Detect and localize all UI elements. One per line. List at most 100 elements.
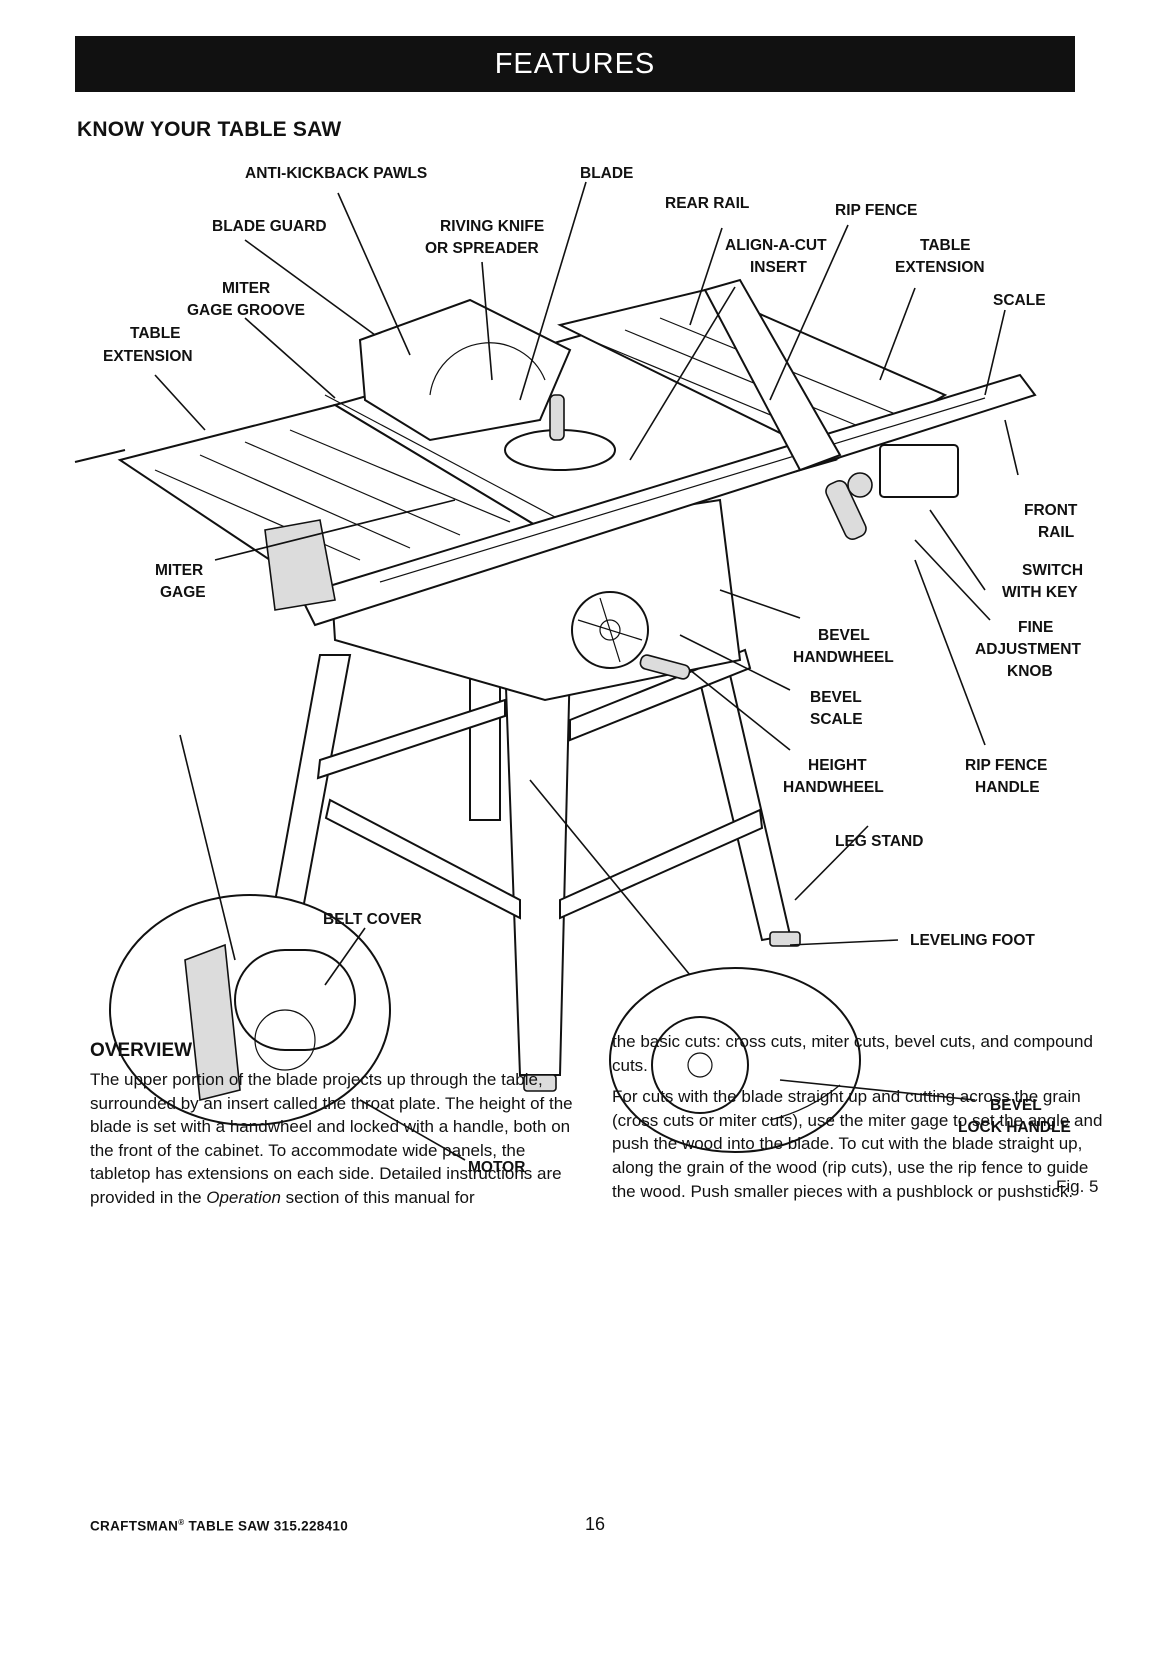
label-belt-cover: BELT COVER: [323, 911, 422, 928]
label-blade: BLADE: [580, 165, 633, 182]
rear-rail-tube: [74, 449, 126, 463]
leader-anti-kickback: [337, 192, 411, 356]
label-table-extension-right-2: EXTENSION: [895, 259, 985, 276]
brand-name: CRAFTSMAN: [90, 1518, 179, 1534]
label-switch-with-key-1: SWITCH: [1022, 562, 1083, 579]
leader-miter-gage-groove: [244, 317, 336, 399]
overview-text: The upper portion of the blade projects …: [90, 1070, 573, 1207]
leader-lines: [154, 181, 1019, 1161]
belt-cover-drawing: [184, 943, 241, 1101]
label-riving-knife-1: RIVING KNIFE: [440, 218, 544, 235]
overview-left-column: The upper portion of the blade projects …: [90, 1068, 575, 1218]
label-miter-gage-groove-1: MITER: [222, 280, 270, 297]
label-table-extension-left-1: TABLE: [130, 325, 181, 342]
extension-rib: [244, 441, 461, 536]
label-height-handwheel-1: HEIGHT: [808, 757, 867, 774]
front-rail: [298, 373, 1037, 627]
label-miter-gage-groove-2: GAGE GROOVE: [187, 302, 305, 319]
header-title: FEATURES: [494, 47, 656, 80]
page-number: 16: [585, 1514, 606, 1534]
extension-rib: [289, 429, 511, 523]
label-rear-rail: REAR RAIL: [665, 195, 749, 212]
label-bevel-handwheel-1: BEVEL: [818, 627, 870, 644]
label-table-extension-left-2: EXTENSION: [103, 348, 193, 365]
leader-rip-fence: [769, 224, 849, 401]
label-scale: SCALE: [993, 292, 1046, 309]
leg-center-front: [503, 659, 572, 1076]
label-bevel-scale-1: BEVEL: [810, 689, 862, 706]
stretcher-left: [316, 698, 506, 780]
figure-label: Fig. 5: [1056, 1177, 1099, 1196]
label-front-rail-2: RAIL: [1038, 524, 1074, 541]
leader-leg-stand: [794, 825, 869, 901]
overview-paragraph-right-1: the basic cuts: cross cuts, miter cuts, …: [612, 1032, 1093, 1075]
rip-fence-handle: [825, 479, 867, 541]
overview-paragraph-right-2: For cuts with the blade straight up and …: [612, 1087, 1103, 1201]
stretcher-front: [324, 798, 521, 920]
blade-guard: [358, 298, 572, 442]
brand-mark: ®: [178, 1518, 185, 1527]
front-rail-scale: [379, 397, 986, 583]
leader-blade: [519, 181, 587, 401]
label-riving-knife-2: OR SPREADER: [425, 240, 539, 257]
overview-title: OVERVIEW: [90, 1040, 193, 1061]
leader-align-a-cut: [629, 286, 736, 461]
label-miter-gage-2: GAGE: [160, 584, 206, 601]
inset-bevel-slot: [769, 1084, 841, 1121]
label-miter-gage-1: MITER: [155, 562, 203, 579]
model-number: TABLE SAW 315.228410: [184, 1518, 349, 1534]
stretcher-front-right: [559, 808, 764, 920]
leader-bevel-scale: [679, 634, 791, 691]
extension-rib: [199, 454, 411, 549]
label-bevel-lock-2: LOCK HANDLE: [958, 1119, 1071, 1136]
label-fine-adjustment-3: KNOB: [1007, 663, 1053, 680]
label-fine-adjustment-2: ADJUSTMENT: [975, 641, 1081, 658]
leader-rear-rail: [689, 227, 723, 326]
motor-end: [254, 1009, 316, 1071]
bevel-handwheel-hub: [599, 619, 621, 641]
leader-table-extension-right: [879, 287, 916, 381]
label-bevel-lock-1: BEVEL: [990, 1097, 1042, 1114]
label-table-extension-right-1: TABLE: [920, 237, 971, 254]
leader-rip-fence-handle: [914, 559, 986, 746]
leader-bevel-lock: [779, 1079, 976, 1101]
operation-reference: Operation: [206, 1187, 281, 1207]
leader-motor: [359, 1099, 466, 1161]
label-bevel-scale-2: SCALE: [810, 711, 863, 728]
section-heading: KNOW YOUR TABLE SAW: [77, 118, 342, 141]
label-front-rail-1: FRONT: [1024, 502, 1078, 519]
leader-riving-knife: [481, 261, 493, 381]
leader-height-handwheel: [689, 669, 791, 751]
label-rip-fence: RIP FENCE: [835, 202, 917, 219]
features-header-bar: FEATURES: [75, 36, 1075, 92]
leader-scale: [984, 309, 1006, 396]
label-leveling-foot: LEVELING FOOT: [910, 932, 1035, 949]
handwheel-spoke: [599, 597, 621, 663]
label-leg-stand: LEG STAND: [835, 833, 923, 850]
miter-gage-knob: [549, 394, 565, 441]
leveling-foot-center: [523, 1074, 557, 1092]
footer-brand: CRAFTSMAN® TABLE SAW 315.228410: [90, 1518, 348, 1534]
extension-rib: [624, 329, 881, 436]
inset-handwheel: [651, 1016, 749, 1114]
label-anti-kickback-pawls: ANTI-KICKBACK PAWLS: [245, 165, 427, 182]
leader-front-rail: [1004, 419, 1019, 476]
leader-inset-motor: [179, 734, 236, 961]
rip-fence: [703, 278, 842, 472]
table-saw-diagram: ANTI-KICKBACK PAWLS BLADE BLADE GUARD RI…: [74, 165, 1099, 1196]
fine-adjustment-knob: [847, 472, 873, 498]
extension-rib: [154, 469, 361, 561]
motor-inset: [109, 894, 391, 1126]
overview-paragraph-left: The upper portion of the blade projects …: [90, 1068, 575, 1210]
leader-inset-bevel: [529, 779, 691, 976]
leader-switch: [929, 509, 986, 591]
saw-blade: [429, 342, 546, 396]
leader-leveling-foot: [789, 939, 899, 946]
leader-belt-cover: [324, 927, 366, 986]
label-rip-fence-handle-1: RIP FENCE: [965, 757, 1047, 774]
overview-text: section of this manual for: [280, 1187, 475, 1207]
label-height-handwheel-2: HANDWHEEL: [783, 779, 884, 796]
bevel-lock-inset: [609, 967, 861, 1153]
label-switch-with-key-2: WITH KEY: [1002, 584, 1078, 601]
inset-handwheel-hub: [687, 1052, 713, 1078]
